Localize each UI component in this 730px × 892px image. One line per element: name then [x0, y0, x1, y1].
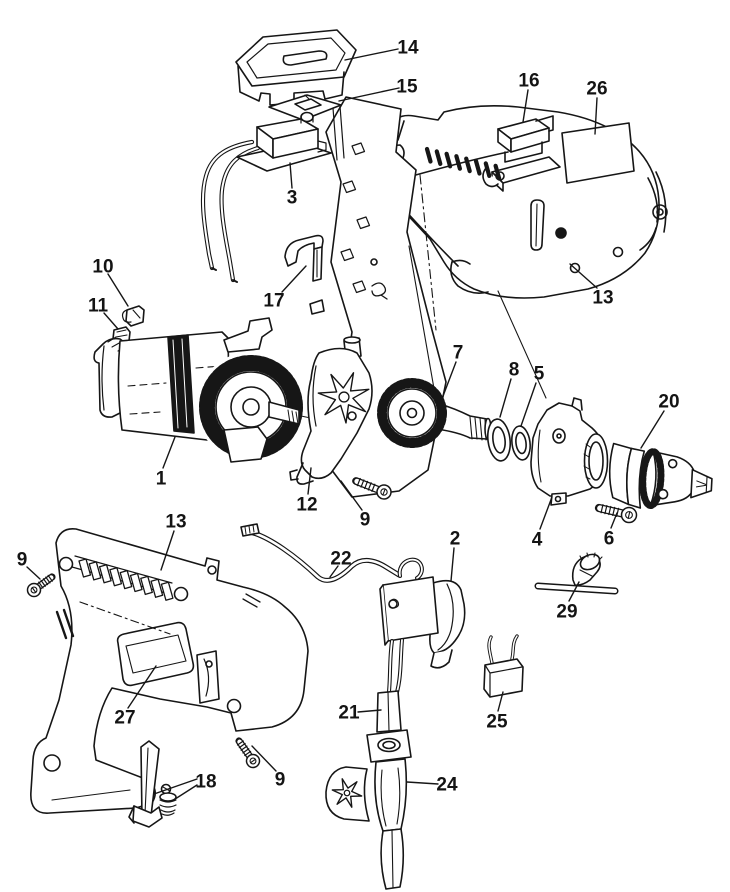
- leader-line-18: [154, 779, 197, 794]
- leader-line-3: [290, 163, 292, 188]
- part-label-5-washer: 5: [534, 364, 545, 385]
- leader-line-24: [407, 782, 438, 784]
- part-label-12-fan-baffle: 12: [296, 495, 317, 516]
- leader-line-29: [569, 582, 579, 601]
- leader-line-10: [108, 274, 128, 306]
- part-25-cord-clamp: [484, 636, 523, 697]
- leader-line-21: [358, 710, 381, 712]
- leader-line-27: [128, 666, 156, 708]
- leader-line-7: [440, 362, 456, 404]
- leader-line-1: [163, 437, 175, 468]
- leader-line-18: [172, 785, 197, 801]
- part-13-housing-left: [31, 529, 308, 813]
- part-29-chuck-key: [538, 551, 615, 591]
- part-label-13-housing-half-left: 13: [165, 512, 186, 533]
- part-label-9-screw: 9: [17, 550, 28, 571]
- part-3-switch: [203, 113, 331, 281]
- leader-line-20: [641, 411, 664, 448]
- part-26-label: [562, 123, 634, 183]
- part-17-bracket: [285, 236, 323, 281]
- part-label-7-spindle-gear: 7: [453, 343, 464, 364]
- part-label-27-nameplate-window: 27: [114, 708, 135, 729]
- part-10-brush: [123, 306, 145, 326]
- part-8-washer: [486, 418, 513, 462]
- leader-line-4: [540, 497, 552, 529]
- leader-line-25: [498, 692, 503, 711]
- part-14-cover: [236, 30, 356, 105]
- leader-line-5: [521, 383, 536, 426]
- leader-line-22: [330, 566, 338, 577]
- part-label-18-brush-holder: 18: [195, 772, 216, 793]
- leader-line-26: [595, 98, 597, 134]
- part-22-lead-wire: [241, 524, 399, 580]
- part-label-26-nameplate-label: 26: [586, 79, 607, 100]
- part-5-washer: [510, 425, 532, 461]
- part-2-trigger-switch: [380, 560, 465, 702]
- part-label-14-brush-inspection-cover: 14: [397, 38, 419, 59]
- leader-line-14: [345, 49, 398, 60]
- part-label-9-screw: 9: [275, 770, 286, 791]
- part-16-slide-button: [498, 116, 553, 162]
- part-7-spindle-gear: [382, 383, 491, 443]
- part-1-motor: [94, 318, 320, 462]
- part-label-17-support-bracket: 17: [263, 291, 284, 312]
- part-label-25-cord-clamp: 25: [486, 712, 508, 733]
- leader-line-9: [252, 746, 276, 771]
- part-label-9-screw: 9: [360, 510, 371, 531]
- part-24-cord-protector: [326, 730, 411, 889]
- leader-line-9: [27, 567, 40, 579]
- part-20-chuck: [608, 443, 714, 511]
- part-label-8-washer: 8: [509, 360, 520, 381]
- part-label-16-slide-button: 16: [518, 71, 539, 92]
- leader-line-15: [339, 88, 399, 101]
- part-4-gear-housing: [531, 398, 608, 505]
- part-label-1-motor: 1: [156, 469, 167, 490]
- part-label-13-housing-half-right: 13: [592, 288, 613, 309]
- decorations: [28, 143, 637, 807]
- part-12-baffle: [290, 337, 372, 484]
- part-label-3-switch-with-leads: 3: [287, 188, 298, 209]
- leader-line-16: [523, 90, 528, 122]
- part-label-24-cord-protector: 24: [436, 775, 458, 796]
- part-label-11-terminal-nut: 11: [88, 296, 109, 317]
- part-label-15-cover-plate: 15: [396, 77, 418, 98]
- part-label-10-brush-assembly: 10: [92, 257, 113, 278]
- leader-line-17: [282, 266, 306, 292]
- leader-line-8: [500, 379, 511, 417]
- part-label-6-screw: 6: [604, 529, 615, 550]
- part-label-29-chuck-key: 29: [556, 602, 577, 623]
- leader-line-13: [570, 264, 597, 288]
- part-18-brush-holder: [129, 741, 176, 827]
- leader-line-13: [161, 531, 174, 570]
- part-label-21-cord-leads: 21: [338, 703, 360, 724]
- leader-line-6: [611, 513, 617, 528]
- leader-line-11: [104, 313, 118, 329]
- leader-line-9: [341, 481, 362, 510]
- part-label-20-chuck: 20: [658, 392, 679, 413]
- part-label-2-trigger-switch: 2: [450, 529, 461, 550]
- leader-line-2: [451, 548, 454, 581]
- part-21-cord-leads: [377, 691, 401, 732]
- part-15-plate: [269, 95, 341, 120]
- part-label-22-lead-wire: 22: [330, 549, 351, 570]
- leader-line-12: [308, 468, 311, 494]
- part-label-4-gear-housing: 4: [532, 530, 543, 551]
